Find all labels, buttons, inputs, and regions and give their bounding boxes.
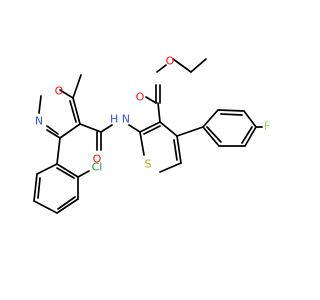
atom-isoxazole-nitrogen: N — [35, 115, 43, 128]
atom-ester-oxygen: O — [166, 55, 175, 68]
atom-thiophene-sulfur: S — [145, 158, 152, 171]
atom-ester-carbonyl-oxygen: O — [136, 91, 145, 104]
ethyl-ester-bonds — [145, 58, 207, 123]
isoxazole-ring-bonds — [38, 74, 82, 139]
atom-chlorine: Cl — [92, 161, 103, 174]
atom-amide-oxygen: O — [93, 153, 102, 166]
molecule-structure: O O H N O S F O N Cl — [33, 55, 270, 214]
chlorophenyl-bonds — [33, 137, 90, 214]
fluorophenyl-bonds — [176, 109, 263, 147]
molecule-canvas: O O H N O S F O N Cl — [33, 55, 270, 214]
atom-amide-nh: H N — [110, 113, 130, 126]
atom-isoxazole-oxygen: O — [55, 85, 64, 98]
thiophene-ring-bonds — [139, 121, 182, 173]
atom-fluorine: F — [264, 120, 270, 133]
amide-linker-bonds — [79, 123, 141, 151]
